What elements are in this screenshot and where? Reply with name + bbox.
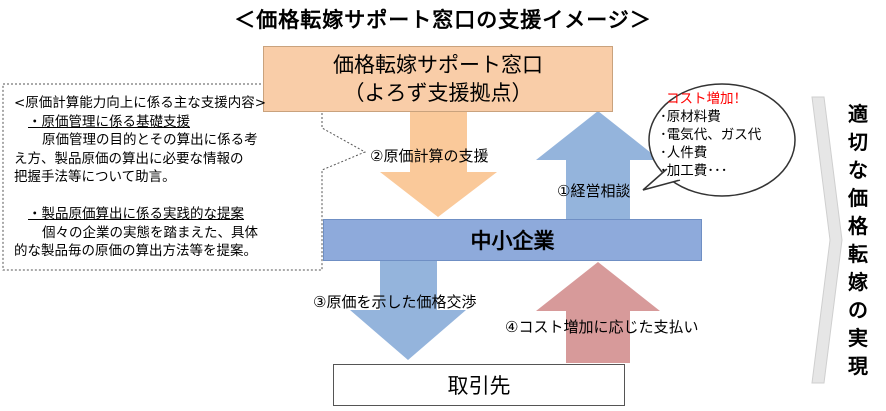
- cost-callout-bubble: [648, 83, 796, 197]
- arrow-price-negotiation: [350, 259, 466, 360]
- cost-item: ･人件費: [660, 145, 708, 161]
- cost-item: ･原材料費: [660, 109, 721, 125]
- goal-char: 実: [848, 326, 868, 350]
- cost-callout-title: コスト増加！: [666, 91, 747, 107]
- goal-char: の: [848, 298, 868, 322]
- support-item1-line: 把握手法等について助言。: [14, 169, 176, 186]
- goal-char: 転: [848, 242, 868, 266]
- cost-callout-text: コスト増加！ ･原材料費 ･電気代、ガス代 ･人件費 ･加工費･･･: [660, 90, 761, 180]
- goal-char: 格: [848, 214, 868, 238]
- arrow-label-calc-support: ②原価計算の支援: [370, 147, 489, 165]
- support-window-sub: （よろず支援拠点）: [343, 81, 533, 105]
- support-content-text: <原価計算能力向上に係る主な支援内容> ・原価管理に係る基礎支援 原価管理の目的…: [14, 94, 314, 261]
- arrow-label-consultation: ①経営相談: [557, 182, 631, 200]
- support-item1-line: え方、製品原価の算出に必要な情報の: [14, 150, 244, 167]
- cost-callout-tail: [642, 167, 681, 191]
- support-window-box: 価格転嫁サポート窓口 （よろず支援拠点）: [263, 46, 613, 112]
- arrow-payment: [536, 262, 660, 363]
- goal-char: 切: [848, 130, 868, 154]
- goal-char: 価: [848, 186, 868, 210]
- cost-item: ･電気代、ガス代: [660, 127, 762, 143]
- support-item1-line: 原価管理の目的とその算出に係る考: [42, 132, 258, 149]
- support-item2-line: 個々の企業の実態を踏まえた、具体: [42, 224, 258, 241]
- goal-char: 現: [848, 354, 868, 378]
- goal-char: 嫁: [848, 270, 868, 294]
- sme-box: 中小企業: [323, 219, 702, 261]
- diagram-title: ＜価格転嫁サポート窓口の支援イメージ＞: [234, 8, 652, 32]
- goal-vertical-label: 適 切 な 価 格 転 嫁 の 実 現: [843, 100, 873, 380]
- cost-item: ･加工費･･･: [660, 163, 728, 179]
- support-item2-line: 的な製品毎の原価の算出方法等を提案。: [14, 243, 257, 260]
- support-item2-title: ・製品原価算出に係る実践的な提案: [28, 205, 244, 222]
- support-callout-outline: [2, 83, 367, 271]
- arrow-calc-support: [380, 110, 497, 217]
- support-item1-title: ・原価管理に係る基礎支援: [28, 113, 190, 130]
- support-content-heading: <原価計算能力向上に係る主な支援内容>: [14, 95, 267, 111]
- support-window-name: 価格転嫁サポート窓口: [333, 53, 543, 77]
- arrow-label-payment: ④コスト増加に応じた支払い: [505, 318, 699, 336]
- arrow-consultation: [536, 111, 660, 219]
- progress-chevron: [811, 96, 843, 384]
- client-box: 取引先: [333, 364, 625, 406]
- arrow-label-price-negotiation: ③原価を示した価格交渉: [313, 293, 477, 311]
- goal-char: な: [848, 158, 868, 182]
- goal-char: 適: [848, 102, 868, 126]
